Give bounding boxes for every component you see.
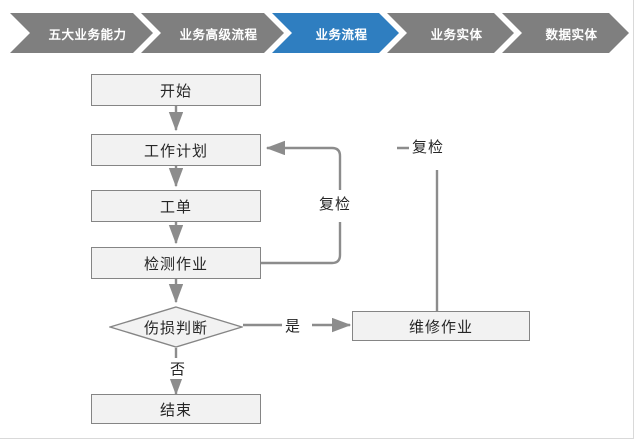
- chevron-shape: [141, 13, 284, 53]
- edge-inspection-recheck-upper: [265, 140, 342, 190]
- edge-label-yes: 是: [282, 315, 305, 336]
- edge-label-recheck-inspection: 复检: [316, 193, 355, 214]
- breadcrumb-item-2[interactable]: 业务高级流程: [141, 13, 284, 53]
- node-damage-decision[interactable]: 伤损判断: [109, 306, 243, 348]
- chevron-shape: [502, 13, 629, 53]
- node-work-plan[interactable]: 工作计划: [91, 134, 261, 166]
- edge-label-no: 否: [167, 358, 190, 379]
- breadcrumb-item-4-label: 业务实体: [430, 27, 483, 42]
- breadcrumb-item-5-label: 数据实体: [545, 27, 598, 42]
- node-work-plan-label: 工作计划: [143, 142, 208, 160]
- breadcrumb-item-1[interactable]: 五大业务能力: [10, 13, 153, 53]
- chevron-shape: [10, 13, 153, 53]
- breadcrumb-item-4[interactable]: 业务实体: [387, 13, 514, 53]
- node-work-order[interactable]: 工单: [91, 190, 261, 222]
- edge-label-recheck-repair: 复检: [409, 136, 448, 157]
- node-end-label: 结束: [159, 401, 192, 419]
- node-start-label: 开始: [159, 82, 192, 100]
- node-inspection-label: 检测作业: [143, 255, 208, 273]
- node-work-order-label: 工单: [159, 198, 192, 216]
- chevron-shape: [272, 13, 399, 53]
- node-repair-label: 维修作业: [408, 318, 473, 336]
- breadcrumb-item-3[interactable]: 业务流程: [272, 13, 399, 53]
- breadcrumb-item-1-label: 五大业务能力: [48, 27, 127, 42]
- breadcrumb-item-5[interactable]: 数据实体: [502, 13, 629, 53]
- node-damage-decision-label: 伤损判断: [143, 319, 208, 337]
- breadcrumb-item-3-label: 业务流程: [315, 27, 368, 42]
- node-inspection[interactable]: 检测作业: [91, 247, 261, 279]
- edge-inspection-recheck-lower: [261, 222, 342, 265]
- breadcrumb-item-2-label: 业务高级流程: [179, 27, 258, 42]
- chevron-shape: [387, 13, 514, 53]
- node-end[interactable]: 结束: [91, 394, 261, 424]
- node-repair[interactable]: 维修作业: [352, 311, 530, 341]
- breadcrumb: 五大业务能力 业务高级流程 业务流程 业: [0, 13, 634, 53]
- node-start[interactable]: 开始: [91, 74, 261, 106]
